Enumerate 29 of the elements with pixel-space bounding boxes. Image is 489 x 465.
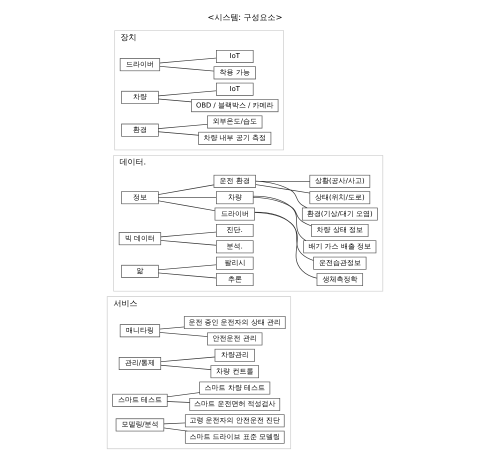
connector bbox=[254, 181, 310, 182]
diagram-title: <시스템: 구성요소> bbox=[206, 12, 282, 22]
connector bbox=[252, 196, 312, 226]
connector bbox=[252, 196, 306, 241]
connector bbox=[158, 90, 216, 96]
connector bbox=[166, 401, 190, 403]
connector bbox=[166, 392, 200, 398]
connector bbox=[160, 364, 211, 370]
connector bbox=[160, 356, 215, 362]
connector bbox=[163, 422, 185, 424]
connector bbox=[158, 264, 216, 270]
connector bbox=[158, 200, 215, 212]
connector bbox=[158, 332, 208, 337]
connector bbox=[158, 197, 216, 198]
connector bbox=[158, 326, 184, 330]
connector bbox=[158, 66, 214, 72]
connector bbox=[158, 58, 216, 64]
connector bbox=[158, 272, 216, 278]
connector bbox=[158, 131, 198, 136]
connector bbox=[160, 232, 216, 238]
connector bbox=[160, 240, 216, 246]
connector bbox=[163, 428, 188, 432]
connector bbox=[254, 212, 317, 279]
connector bbox=[158, 184, 214, 195]
connector bbox=[254, 180, 308, 208]
connector bbox=[158, 98, 192, 102]
connector bbox=[254, 212, 314, 261]
connector bbox=[158, 124, 208, 129]
connector bbox=[254, 184, 310, 194]
